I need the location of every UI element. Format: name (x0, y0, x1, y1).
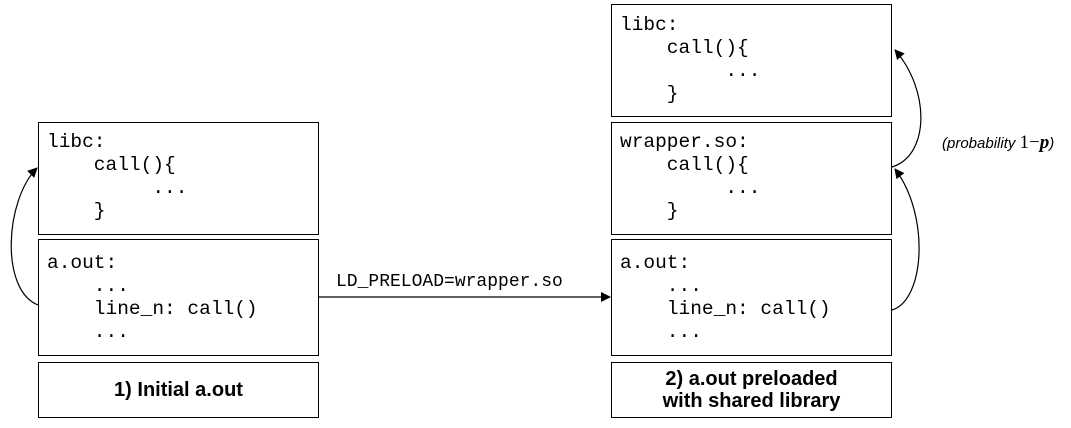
right-wrapper-line-call: call(){ (620, 154, 749, 176)
left-libc-title: libc: (47, 131, 106, 153)
left-aout-code: a.out: ... line_n: call() ... (47, 252, 258, 344)
right-aout-code: a.out: ... line_n: call() ... (620, 252, 831, 344)
left-aout-line-call: line_n: call() (47, 298, 258, 320)
right-caption: 2) a.out preloaded with shared library (611, 362, 892, 418)
right-wrapper-code: wrapper.so: call(){ ... } (620, 131, 760, 223)
right-libc-title: libc: (620, 14, 679, 36)
right-wrapper-title: wrapper.so: (620, 131, 749, 153)
right-wrapper-line-close: } (620, 200, 679, 222)
left-call-arrow (10, 167, 39, 306)
left-libc-line-close: } (47, 200, 106, 222)
right-wrapper-box: wrapper.so: call(){ ... } (611, 122, 892, 235)
probability-label-var: p (1039, 132, 1050, 153)
right-aout-line-call: line_n: call() (620, 298, 831, 320)
left-libc-box: libc: call(){ ... } (38, 122, 319, 235)
right-caption-line1: 2) a.out preloaded (665, 368, 838, 390)
right-libc-line-body: ... (620, 60, 761, 82)
right-libc-code: libc: call(){ ... } (620, 14, 760, 106)
right-aout-title: a.out: (620, 252, 691, 274)
probability-label-prefix: 1− (1019, 132, 1040, 153)
left-caption-text: 1) Initial a.out (114, 379, 243, 401)
ld-preload-label: LD_PRELOAD=wrapper.so (336, 272, 563, 292)
left-libc-code: libc: call(){ ... } (47, 131, 187, 223)
probability-label-math: 1−p (1020, 132, 1050, 153)
left-caption: 1) Initial a.out (38, 362, 319, 418)
right-caption-text: 2) a.out preloaded with shared library (663, 368, 841, 412)
left-aout-line-ellipsis-bottom: ... (47, 321, 129, 343)
left-aout-box: a.out: ... line_n: call() ... (38, 239, 319, 356)
left-aout-line-ellipsis-top: ... (47, 275, 129, 297)
left-libc-line-call: call(){ (47, 154, 176, 176)
right-libc-line-close: } (620, 83, 679, 105)
left-aout-title: a.out: (47, 252, 118, 274)
right-aout-box: a.out: ... line_n: call() ... (611, 239, 892, 356)
right-libc-box: libc: call(){ ... } (611, 4, 892, 117)
left-libc-line-body: ... (47, 177, 188, 199)
probability-label: (probability 1−p) (926, 114, 1054, 172)
right-wrapper-to-libc-arrow (891, 49, 922, 168)
probability-label-text: (probability (942, 135, 1020, 152)
right-aout-line-ellipsis-bottom: ... (620, 321, 702, 343)
right-libc-line-call: call(){ (620, 37, 749, 59)
right-aout-to-wrapper-arrow (891, 168, 920, 311)
right-caption-line2: with shared library (662, 390, 841, 412)
right-wrapper-line-body: ... (620, 177, 761, 199)
right-aout-line-ellipsis-top: ... (620, 275, 702, 297)
probability-label-suffix: ) (1049, 135, 1055, 152)
